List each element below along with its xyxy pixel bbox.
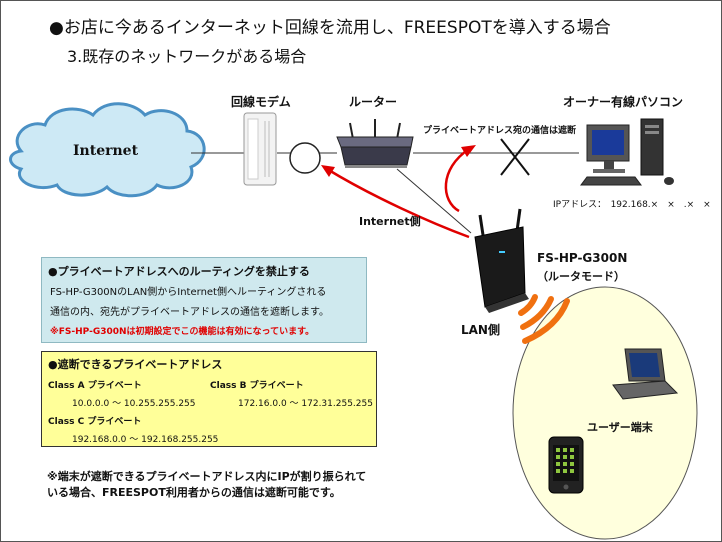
modem-icon (243, 112, 277, 186)
footnote-line2: いる場合、FREESPOT利用者からの通信は遮断可能です。 (47, 486, 341, 499)
private-address-heading: ●遮断できるプライベートアドレス (48, 358, 223, 371)
wifi-waves-icon (518, 294, 570, 344)
smartphone-icon (548, 436, 584, 494)
lan-side-label: LAN側 (461, 323, 500, 337)
router-label: ルーター (349, 95, 398, 109)
class-a-range: 10.0.0.0 ～ 10.255.255.255 (72, 399, 196, 409)
class-b-label: Class B プライベート (210, 381, 304, 391)
internet-side-label: Internet側 (359, 215, 421, 228)
class-b-range: 172.16.0.0 ～ 172.31.255.255 (238, 399, 373, 409)
class-c-label: Class C プライベート (48, 417, 142, 427)
blocked-x-icon (500, 138, 530, 176)
internet-cloud-icon (9, 102, 206, 198)
fs-hp-g300n-icon (474, 208, 529, 313)
footnote: ※端末が遮断できるプライベートアドレス内にIPが割り振られて いる場合、FREE… (47, 469, 387, 501)
router-device-line (396, 168, 472, 234)
routing-block-line1: FS-HP-G300NのLAN側からInternet側へルーティングされる (50, 287, 327, 298)
owner-pc-icon (580, 118, 674, 186)
private-address-box: ●遮断できるプライベートアドレス Class A プライベート 10.0.0.0… (41, 351, 377, 447)
routing-block-warning: ※FS-HP-G300Nは初期設定でこの機能は有効になっています。 (50, 327, 315, 337)
footnote-line1: ※端末が遮断できるプライベートアドレス内にIPが割り振られて (47, 470, 367, 483)
owner-pc-label: オーナー有線パソコン (563, 95, 684, 109)
main-title: ●お店に今あるインターネット回線を流用し、FREESPOTを導入する場合 (49, 18, 611, 38)
blocked-note: プライベートアドレス宛の通信は遮断 (423, 126, 577, 136)
red-arrows (321, 145, 476, 239)
ip-address-label: IPアドレス： 192.168.× × .× × (553, 200, 711, 210)
routing-block-line2: 通信の内、宛先がプライベートアドレスの通信を遮断します。 (50, 307, 329, 318)
device-mode-label: （ルータモード） (537, 270, 625, 283)
user-area-ellipse (512, 286, 698, 540)
class-c-range: 192.168.0.0 ～ 192.168.255.255 (72, 435, 219, 445)
router-icon (336, 119, 414, 168)
internet-label: Internet (73, 143, 139, 159)
routing-block-box: ●プライベートアドレスへのルーティングを禁止する FS-HP-G300NのLAN… (41, 257, 367, 343)
user-terminal-label: ユーザー端末 (587, 421, 653, 434)
class-a-label: Class A プライベート (48, 381, 142, 391)
laptop-icon (612, 348, 679, 400)
routing-block-heading: ●プライベートアドレスへのルーティングを禁止する (48, 265, 310, 278)
device-name-label: FS-HP-G300N (537, 251, 628, 265)
sub-title: 3.既存のネットワークがある場合 (67, 47, 307, 66)
modem-label: 回線モデム (231, 95, 291, 109)
modem-port-circle (289, 142, 321, 174)
